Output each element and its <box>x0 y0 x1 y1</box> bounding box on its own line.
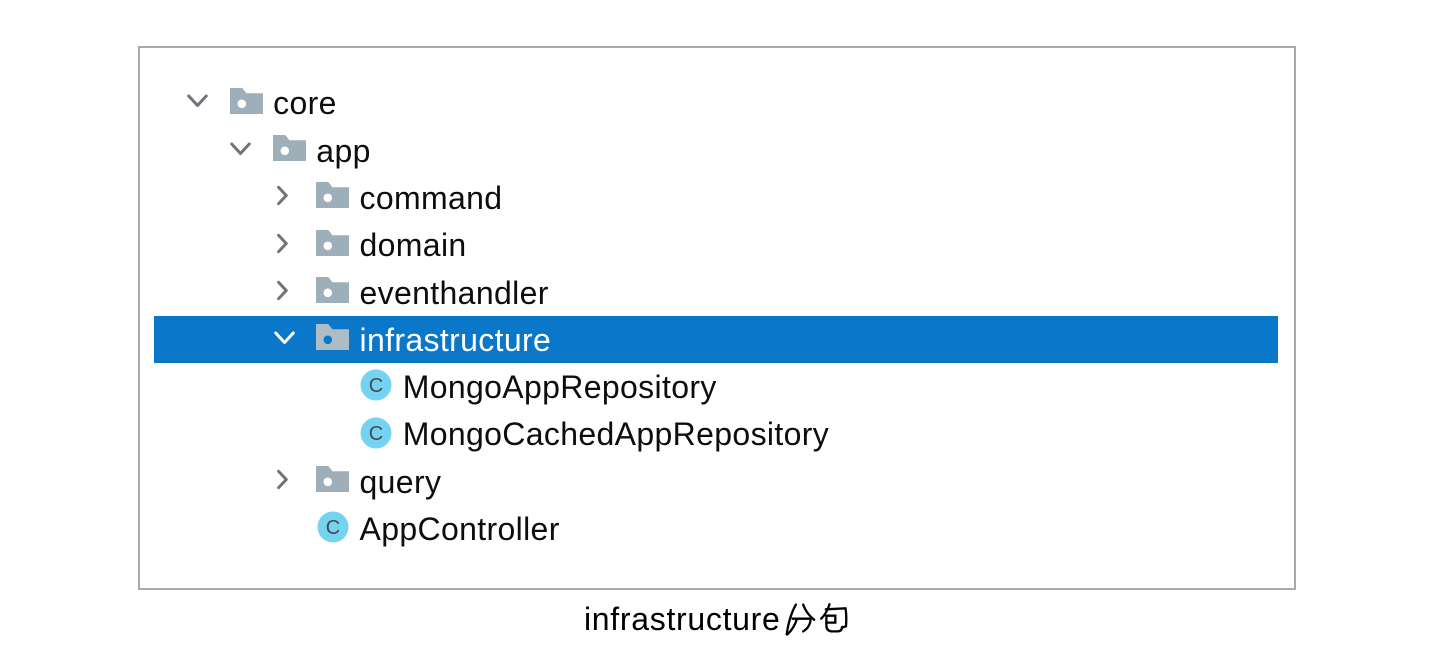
svg-text:C: C <box>369 422 383 444</box>
svg-text:C: C <box>369 375 383 397</box>
svg-text:C: C <box>326 517 340 539</box>
